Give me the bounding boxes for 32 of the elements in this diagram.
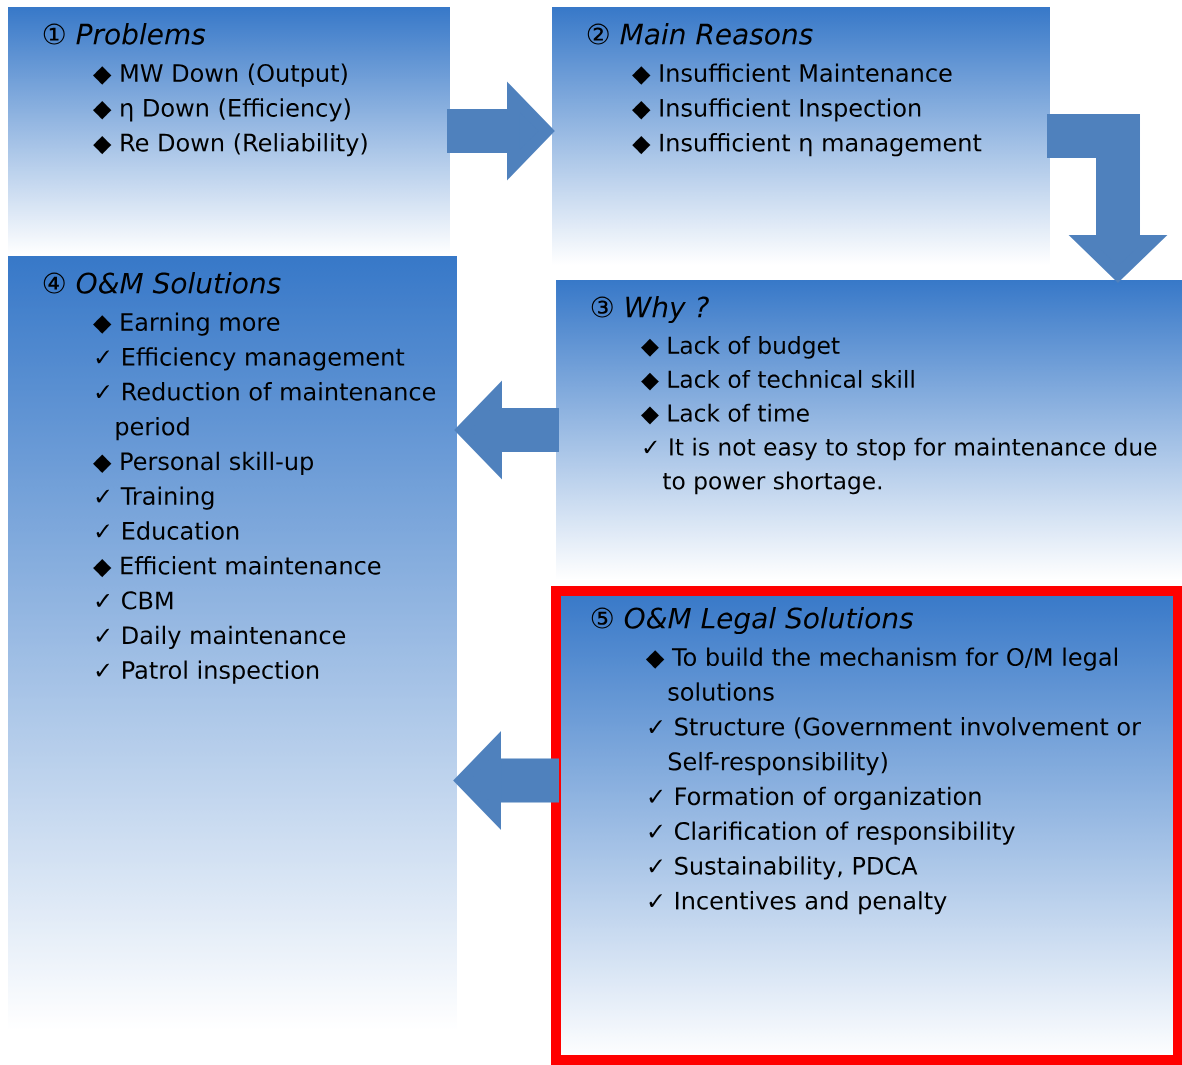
heading: ④ O&M Solutions [43,272,281,294]
bullet-item: ✓ Sustainability, PDCA [649,856,918,880]
bullet-item: ✓ Reduction of maintenance period [96,382,436,441]
bullet-item: ◆ Efficient maintenance [93,556,381,578]
bullet-item: ✓ Efficiency management [96,347,405,371]
bullet-item: ◆ Lack of technical skill [641,369,914,391]
bullet-item: ◆ Re Down (Reliability) [93,133,367,157]
bullet-item: ◆ Personal skill-up [93,451,313,475]
bullet-item: ✓ Patrol inspection [96,660,319,684]
bullet-item: ✓ CBM [96,591,173,610]
bullet-item: ◆ Insufficient Maintenance [632,63,952,85]
bullet-item: ✓ Daily maintenance [96,625,346,649]
bullet-item: ✓ Structure (Government involvement or Self-responsibility) [649,717,1141,776]
heading: ③ Why ? [591,296,709,324]
bullet-item: ◆ To build the mechanism for O/M legal solutions [646,647,1117,701]
bullet-item: ◆ Lack of budget [641,336,840,359]
bullet-item: ◆ Insufficient η management [632,133,982,157]
bullet-item: ◆ MW Down (Output) [93,63,347,87]
bullet-item: ◆ Lack of time [641,403,809,425]
bullet-item: ✓ Incentives and penalty [649,891,947,915]
bullet-item: ✓ It is not easy to stop for maintenance due to power shortage. [644,437,1157,495]
bullet-item: ◆ η Down (Efficiency) [93,98,350,122]
bullet-item: ◆ Earning more [93,312,280,336]
bullet-item: ✓ Formation of organization [649,786,981,810]
bullet-item: ✓ Training [96,486,214,510]
bullet-item: ✓ Clarification of responsibility [649,821,1015,845]
heading: ① Problems [43,23,206,45]
bullet-item: ◆ Insufficient Inspection [632,98,921,122]
heading: ② Main Reasons [587,23,813,45]
highlighted-box [551,586,1182,1065]
bullet-item: ✓ Education [96,521,239,540]
heading: ⑤ O&M Legal Solutions [591,607,914,635]
